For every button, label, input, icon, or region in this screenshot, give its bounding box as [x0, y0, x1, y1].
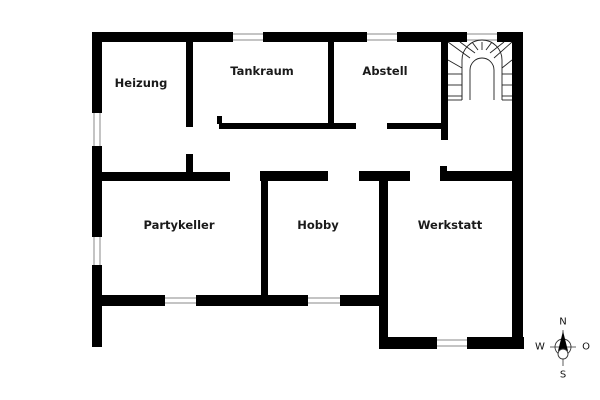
walls: [92, 32, 524, 349]
compass-west: W: [535, 341, 545, 353]
windows: [93, 33, 497, 347]
room-label-werkstatt: Werkstatt: [417, 218, 483, 232]
compass-rose-icon: [550, 330, 576, 366]
room-label-heizung: Heizung: [114, 76, 168, 90]
room-label-partykeller: Partykeller: [143, 218, 215, 232]
compass-north: N: [559, 316, 567, 328]
compass-east: O: [582, 341, 590, 353]
room-label-hobby: Hobby: [297, 218, 339, 232]
room-label-abstell: Abstell: [362, 64, 408, 78]
room-label-tankraum: Tankraum: [230, 64, 294, 78]
compass-south: S: [559, 369, 567, 381]
staircase: [447, 39, 513, 101]
